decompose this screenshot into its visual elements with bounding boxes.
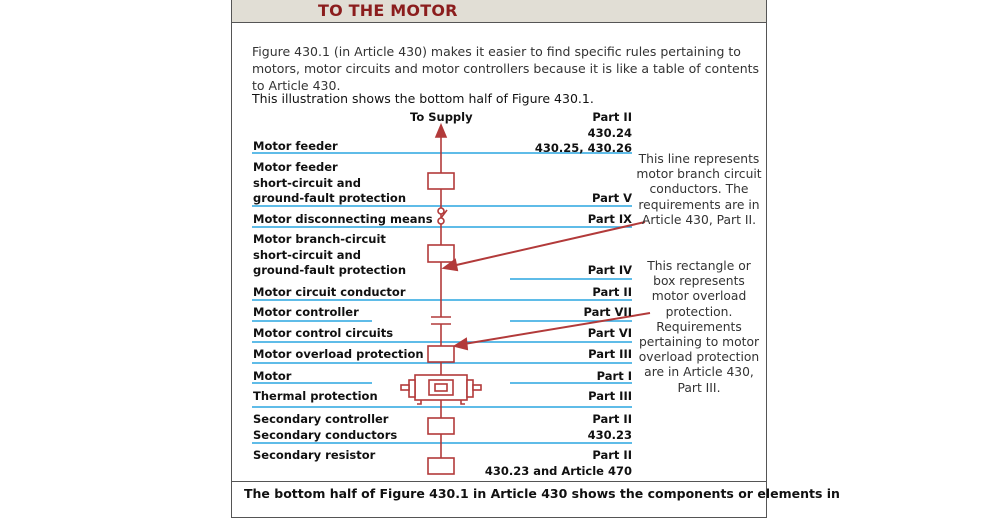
- disconnect-switch-icon: [440, 209, 448, 219]
- diagram-lines: [252, 122, 651, 475]
- disconnect-contact: [437, 217, 445, 225]
- annotation-overload-protection: This rectangle or box represents motor o…: [638, 259, 760, 395]
- row-label-controller: Motor controller: [253, 305, 359, 319]
- header-band: [232, 0, 766, 23]
- separator-lines: [252, 152, 632, 444]
- row-label-overload-protection: Motor overload protection: [253, 347, 424, 361]
- row-part-motor: Part I: [596, 369, 632, 383]
- callout-arrows: [441, 221, 651, 351]
- row-part-thermal-protection: Part III: [588, 389, 632, 403]
- row-label-feeder-protection: Motor feeder short-circuit and ground-fa…: [253, 160, 407, 205]
- row-label-motor: Motor: [253, 369, 292, 383]
- feeder-protection-box: [427, 172, 455, 190]
- subheading: This illustration shows the bottom half …: [252, 91, 594, 106]
- row-label-secondary-controller: Secondary controller Secondary conductor…: [253, 412, 398, 442]
- branch-protection-box: [427, 244, 455, 263]
- row-part-controller: Part VII: [583, 305, 632, 319]
- caption-divider: [232, 481, 766, 482]
- callout-arrow-2: [463, 312, 651, 345]
- row-label-circuit-conductor: Motor circuit conductor: [253, 285, 406, 299]
- row-part-branch-protection: Part IV: [587, 263, 632, 277]
- row-label-branch-protection: Motor branch-circuit short-circuit and g…: [253, 232, 407, 277]
- supply-arrow-icon: [434, 122, 448, 138]
- row-part-secondary-controller: Part II 430.23: [587, 412, 632, 442]
- figure-title: TO THE MOTOR: [318, 1, 458, 20]
- overload-protection-box: [427, 345, 455, 363]
- row-part-feeder-protection: Part V: [592, 191, 632, 205]
- row-part-motor-feeder: Part II 430.24 430.25, 430.26: [534, 110, 632, 155]
- row-label-motor-feeder: Motor feeder: [253, 139, 338, 153]
- disconnect-contact: [437, 207, 445, 215]
- row-label-secondary-resistor: Secondary resistor: [253, 448, 376, 462]
- row-part-control-circuits: Part VI: [587, 326, 632, 340]
- callout-arrow-1: [451, 221, 646, 267]
- arrowhead-icon: [441, 258, 459, 272]
- circuit-symbols: [400, 122, 482, 475]
- figure-caption: The bottom half of Figure 430.1 in Artic…: [244, 486, 840, 501]
- motor-icon: [400, 374, 482, 405]
- row-label-thermal-protection: Thermal protection: [253, 389, 378, 403]
- row-part-secondary-resistor: Part II 430.23 and Article 470: [484, 448, 632, 478]
- row-label-control-circuits: Motor control circuits: [253, 326, 394, 340]
- arrowhead-icon: [452, 337, 469, 351]
- secondary-resistor-box: [427, 457, 455, 475]
- secondary-controller-box: [427, 417, 455, 435]
- row-part-circuit-conductor: Part II: [592, 285, 632, 299]
- row-part-overload-protection: Part III: [588, 347, 632, 361]
- row-part-disconnecting-means: Part IX: [587, 212, 632, 226]
- intro-text: Figure 430.1 (in Article 430) makes it e…: [252, 44, 760, 93]
- annotation-branch-conductors: This line represents motor branch circui…: [636, 152, 762, 227]
- to-supply-label: To Supply: [410, 110, 473, 124]
- row-label-disconnecting-means: Motor disconnecting means: [253, 212, 433, 226]
